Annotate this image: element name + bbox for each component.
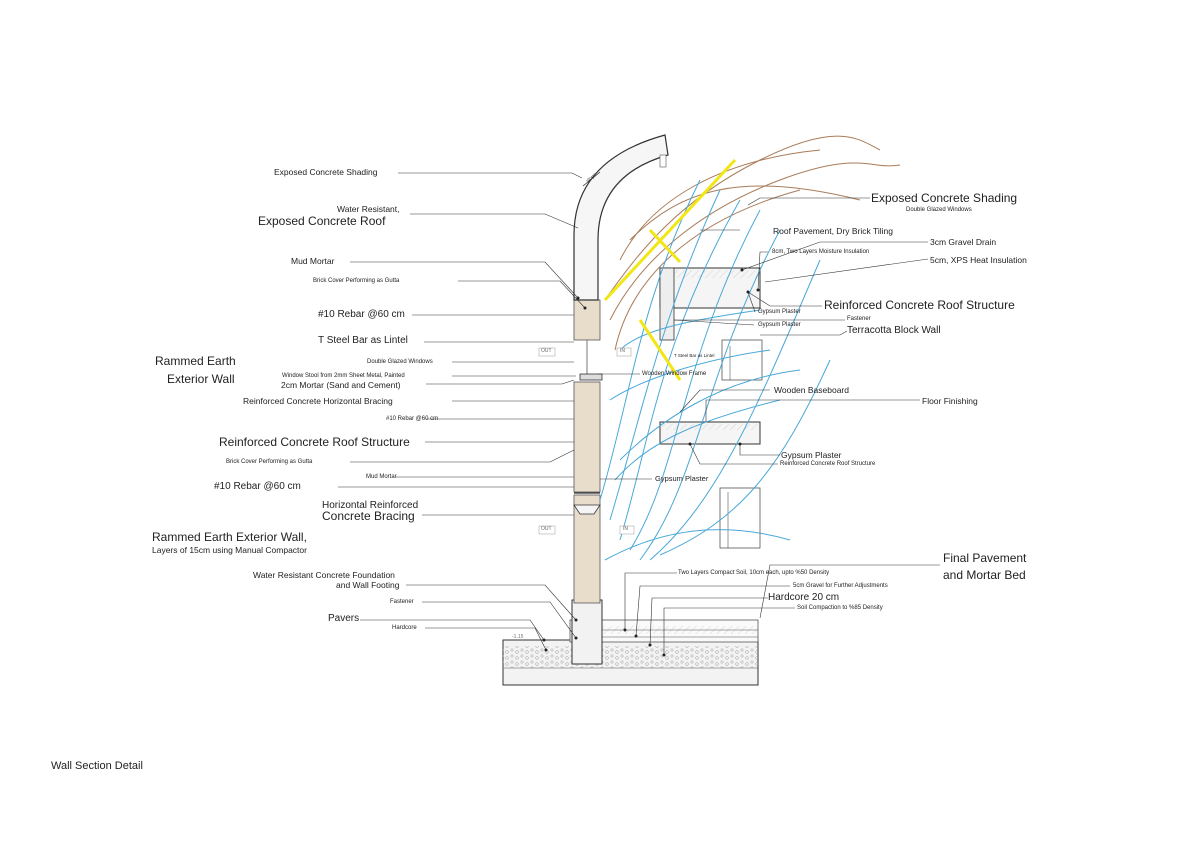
label-t-steel-small: T Steel Bar as Lintel [674,353,715,358]
label-fastener-left: Fastener [390,599,414,605]
tag-in-1: IN [620,348,625,354]
label-rc-roof-structure-small: Reinforced Concrete Roof Structure [780,461,876,467]
label-double-glazed-right: Double Glazed Windows [906,207,972,213]
label-rammed-earth-1: Rammed Earth [155,354,236,368]
label-rebar-top: #10 Rebar @60 cm [318,309,405,320]
label-rammed-earth-2: Exterior Wall [167,372,235,386]
label-terracotta-wall: Terracotta Block Wall [847,325,941,336]
label-hardcore-left: Hardcore [392,625,417,631]
label-floor-finishing: Floor Finishing [922,396,978,406]
label-brick-cover-mid: Brick Cover Performing as Gutta [226,459,313,465]
label-rebar-mid: #10 Rebar @60 cm [214,481,301,492]
tag-level: -1.15 [512,634,524,640]
label-wooden-baseboard: Wooden Baseboard [774,385,849,395]
airflow-lines [599,135,901,561]
label-horizontal-reinforced-2: Concrete Bracing [322,509,415,523]
label-exposed-concrete-shading-left: Exposed Concrete Shading [274,167,378,177]
label-foundation-2: and Wall Footing [336,580,400,590]
tag-in-2: IN [623,526,628,532]
label-gypsum-plaster-4: Gypsum Plaster [655,474,709,483]
label-horizontal-reinforced-1: Horizontal Reinforced [322,500,419,511]
label-water-resistant: Water Resistant, [337,204,400,214]
label-exposed-concrete-shading-right: Exposed Concrete Shading [871,191,1018,205]
tag-out-1: OUT [541,348,552,354]
callout-dots [542,268,760,657]
label-compact-soil: Two Layers Compact Soil, 10cm each, upto… [678,570,830,576]
foundation-footing [571,599,603,665]
sun-rays [603,158,737,381]
label-gravel-drain: 3cm Gravel Drain [930,237,997,247]
leader-lines-left [338,172,586,651]
floor-slab [659,421,761,549]
label-2cm-mortar: 2cm Mortar (Sand and Cement) [281,380,401,390]
interior-roof-slab [659,267,763,381]
label-t-steel-lintel: T Steel Bar as Lintel [318,335,408,346]
leader-lines-right [598,197,940,655]
label-window-stool: Window Stool from 2mm Sheet Metal, Paint… [282,373,405,379]
label-layers-15cm: Layers of 15cm using Manual Compactor [152,545,307,555]
label-rebar-mid-small: #10 Rebar @60 cm [386,416,439,422]
label-rc-roof-structure-left: Reinforced Concrete Roof Structure [219,435,410,449]
label-fastener-right: Fastener [847,316,871,322]
label-foundation-1: Water Resistant Concrete Foundation [253,570,395,580]
label-rc-horizontal-bracing: Reinforced Concrete Horizontal Bracing [243,396,393,406]
ground-section [502,619,759,686]
label-soil-compaction: Soil Compaction to %85 Density [797,605,883,611]
label-xps-insulation: 5cm, XPS Heat Insulation [930,255,1027,265]
label-mud-mortar-top: Mud Mortar [291,256,335,266]
rammed-earth-wall [573,299,603,604]
label-wooden-window-frame: Wooden Window Frame [642,371,707,377]
label-final-pavement-1: Final Pavement [943,551,1027,565]
figure-caption: Wall Section Detail [51,760,143,772]
label-pavers: Pavers [328,613,360,624]
label-moisture-insulation: 8cm, Two Layers Moisture Insulation [772,249,870,255]
label-hardcore-20cm: Hardcore 20 cm [768,592,840,603]
label-exposed-concrete-roof: Exposed Concrete Roof [258,214,386,228]
tag-boxes [538,347,635,535]
label-gypsum-plaster-1: Gypsum Plaster [758,309,801,315]
concrete-shading-curve [573,134,669,301]
label-rammed-earth-ext-wall: Rammed Earth Exterior Wall, [152,530,307,544]
label-gypsum-plaster-2: Gypsum Plaster [758,322,801,328]
label-double-glazed-left: Double Glazed Windows [367,359,433,365]
label-gravel-5cm: 5cm Gravel for Further Adjustments [793,583,888,589]
label-rc-roof-structure-right: Reinforced Concrete Roof Structure [824,298,1015,312]
label-gypsum-plaster-3: Gypsum Plaster [781,450,842,460]
label-mud-mortar-mid: Mud Mortar [366,474,397,480]
label-brick-cover-top: Brick Cover Performing as Gutta [313,278,400,284]
label-roof-pavement: Roof Pavement, Dry Brick Tiling [773,226,893,236]
label-final-pavement-2: and Mortar Bed [943,568,1026,582]
tag-out-2: OUT [541,526,552,532]
